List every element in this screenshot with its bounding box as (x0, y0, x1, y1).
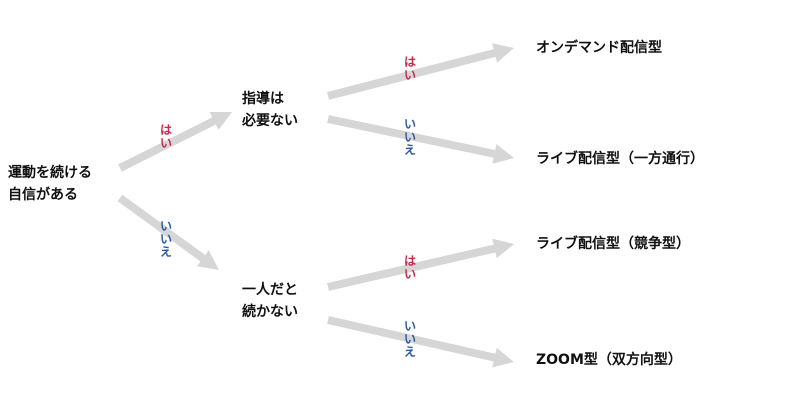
arrow-root-to-top (118, 112, 232, 172)
edge-label-root-to-bottom: いいえ (159, 219, 172, 259)
node-root-line-1: 運動を続ける (8, 165, 92, 181)
node-leaf-4-text: ZOOM型（双方向型） (536, 352, 682, 368)
node-mid-bottom-line-2: 続かない (242, 304, 298, 320)
node-root-line-2: 自信がある (8, 187, 78, 203)
edge-label-root-to-top: はい (159, 123, 172, 150)
arrow-root-to-bottom (117, 194, 219, 270)
node-leaf-4: ZOOM型（双方向型） (536, 349, 682, 371)
node-leaf-3: ライブ配信型（競争型） (536, 233, 690, 255)
node-mid-bottom-line-1: 一人だと (242, 282, 298, 298)
node-mid-bottom: 一人だと 続かない (242, 279, 298, 323)
node-leaf-1-text: オンデマンド配信型 (536, 40, 662, 56)
node-mid-top-line-2: 必要ない (242, 113, 298, 129)
node-leaf-2-text: ライブ配信型（一方通行） (536, 151, 704, 167)
edge-label-top-to-leaf1: はい (403, 55, 416, 82)
arrow-bottom-to-leaf3 (327, 238, 514, 291)
arrow-top-to-leaf1 (327, 43, 514, 100)
node-mid-top-line-1: 指導は (242, 91, 284, 107)
edge-label-bottom-to-leaf3: はい (403, 254, 416, 281)
node-mid-top: 指導は 必要ない (242, 88, 298, 132)
arrow-bottom-to-leaf4 (327, 316, 514, 368)
node-root: 運動を続ける 自信がある (8, 162, 92, 206)
node-leaf-2: ライブ配信型（一方通行） (536, 148, 704, 170)
node-leaf-3-text: ライブ配信型（競争型） (536, 236, 690, 252)
edge-label-top-to-leaf2: いいえ (403, 117, 416, 157)
node-leaf-1: オンデマンド配信型 (536, 37, 662, 59)
edge-label-bottom-to-leaf4: いいえ (403, 319, 416, 359)
arrow-top-to-leaf2 (327, 115, 514, 164)
